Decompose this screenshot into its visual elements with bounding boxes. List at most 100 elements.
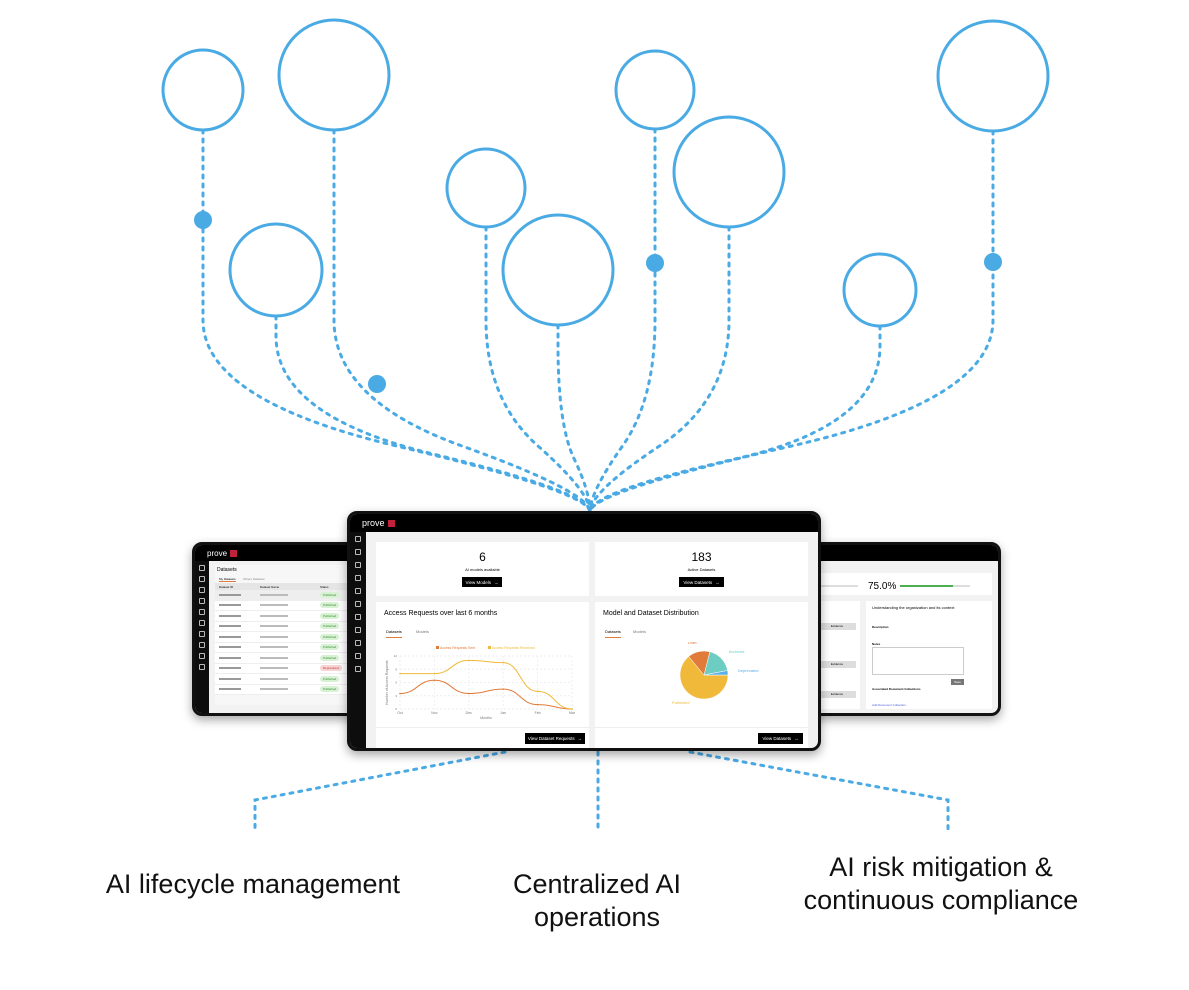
save-button[interactable]: Save	[951, 679, 964, 685]
tab-models[interactable]: Models	[416, 629, 429, 634]
label-lifecycle: AI lifecycle management	[105, 869, 401, 899]
status-badge: Published	[320, 612, 340, 619]
node-circle	[501, 213, 615, 327]
x-tick-label: Mar	[569, 711, 576, 715]
node-circle	[936, 19, 1050, 133]
x-tick-label: Feb	[535, 711, 541, 715]
add-collection-link[interactable]: Add Document Collection	[872, 703, 906, 707]
evidence-header: Evidence	[818, 691, 856, 698]
y-tick-label: 6	[395, 681, 397, 685]
col-header: Dataset Name	[260, 584, 280, 589]
status-badge: Published	[320, 623, 340, 630]
col-header: Status	[320, 584, 329, 589]
status-badge: Published	[320, 654, 340, 661]
node-circle	[614, 49, 696, 131]
connector-line	[588, 324, 882, 514]
logo-mark	[387, 519, 395, 527]
node-circle	[228, 222, 324, 318]
logo: prove	[362, 518, 385, 528]
connector-line	[588, 129, 995, 514]
node-circle	[277, 18, 391, 132]
tab-my-datasets[interactable]: My Datasets	[219, 577, 236, 582]
evidence-percent: 75.0%	[868, 581, 897, 592]
y-tick-label: 0	[395, 707, 397, 711]
tab-models[interactable]: Models	[633, 629, 646, 634]
series-line	[400, 659, 573, 710]
arrow-right-icon: →	[715, 579, 720, 585]
datasets-card: 183 Active Datasets View Datasets→	[595, 542, 808, 596]
control-heading: Understanding the organization and its c…	[872, 605, 955, 610]
label-compliance: AI risk mitigation & continuous complian…	[803, 852, 1079, 915]
datasets-count: 183	[691, 550, 712, 564]
data-point	[468, 692, 470, 695]
table-row[interactable]: Published	[215, 674, 359, 685]
table-row[interactable]: Published	[215, 600, 359, 611]
node-circle	[842, 252, 918, 328]
table-row[interactable]: Published	[215, 653, 359, 664]
col-header: Dataset ID	[219, 584, 234, 589]
node-circle	[672, 115, 786, 229]
view-dataset-requests-button[interactable]: View Dataset Requests→	[525, 733, 585, 744]
evidence-header: Evidence	[818, 623, 856, 630]
models-caption: AI models available	[465, 567, 500, 572]
access-requests-card: Access Requests over last 6 months Datas…	[376, 602, 589, 748]
pie-label: Deprecated	[738, 668, 759, 673]
status-badge: Deprecated	[320, 665, 342, 672]
notes-textarea[interactable]	[872, 647, 964, 675]
table-row[interactable]: Published	[215, 632, 359, 643]
description-label: Description	[872, 625, 889, 629]
tab-datasets[interactable]: Datasets	[605, 629, 621, 638]
node-dot	[194, 211, 212, 229]
data-point	[433, 672, 436, 675]
view-models-button[interactable]: View Models→	[462, 577, 502, 587]
table-row[interactable]: Published	[215, 642, 359, 653]
series-line	[399, 679, 573, 710]
arrow-right-icon: →	[577, 736, 583, 741]
label-operations: Centralized AI operations	[512, 869, 682, 932]
pie-slice	[679, 656, 729, 700]
arrow-right-icon: →	[794, 736, 799, 741]
y-tick-label: 9	[395, 667, 397, 671]
view-datasets-button[interactable]: View Datasets→	[679, 577, 724, 587]
table-row[interactable]: Published	[215, 684, 359, 695]
button-label: View Models	[465, 579, 491, 585]
datasets-table: Dataset ID Dataset Name Status Published…	[215, 583, 359, 695]
pie-slice	[703, 670, 729, 676]
logo-mark	[230, 549, 238, 557]
button-label: View Datasets	[762, 736, 792, 741]
connector-line	[253, 750, 507, 832]
y-tick-label: 12	[394, 654, 398, 658]
table-row[interactable]: Published	[215, 621, 359, 632]
tab-others-datasets[interactable]: Others Datasets	[243, 577, 265, 581]
table-row[interactable]: Deprecated	[215, 663, 359, 674]
status-badge: Published	[320, 644, 340, 651]
dashboard-screen: prove 6 AI models available View Models→…	[347, 511, 821, 751]
pie-label: Draft	[688, 642, 698, 645]
table-row[interactable]: Published	[215, 590, 359, 601]
status-badge: Published	[320, 675, 340, 682]
data-point	[433, 679, 436, 682]
distribution-title: Model and Dataset Distribution	[603, 610, 699, 617]
status-badge: Published	[320, 686, 340, 693]
legend-label: Access Requests Sent	[440, 646, 475, 650]
x-tick-label: Nov	[431, 711, 437, 715]
table-row[interactable]: Published	[215, 611, 359, 622]
distribution-card: Model and Dataset Distribution Datasets …	[595, 602, 808, 748]
data-point	[536, 690, 539, 693]
node-circle	[161, 48, 245, 132]
connector-line	[588, 127, 657, 514]
status-badge: Published	[320, 633, 340, 640]
models-card: 6 AI models available View Models→	[376, 542, 589, 596]
view-datasets-button[interactable]: View Datasets→	[758, 733, 803, 744]
data-point	[502, 661, 504, 664]
legend-label: Access Requests Received	[492, 646, 535, 650]
data-point	[502, 688, 504, 690]
tab-datasets[interactable]: Datasets	[386, 629, 402, 638]
connector-line	[588, 225, 731, 514]
models-count: 6	[479, 550, 486, 564]
data-point	[399, 692, 401, 695]
logo: prove	[207, 548, 228, 558]
connector-line	[274, 314, 592, 514]
